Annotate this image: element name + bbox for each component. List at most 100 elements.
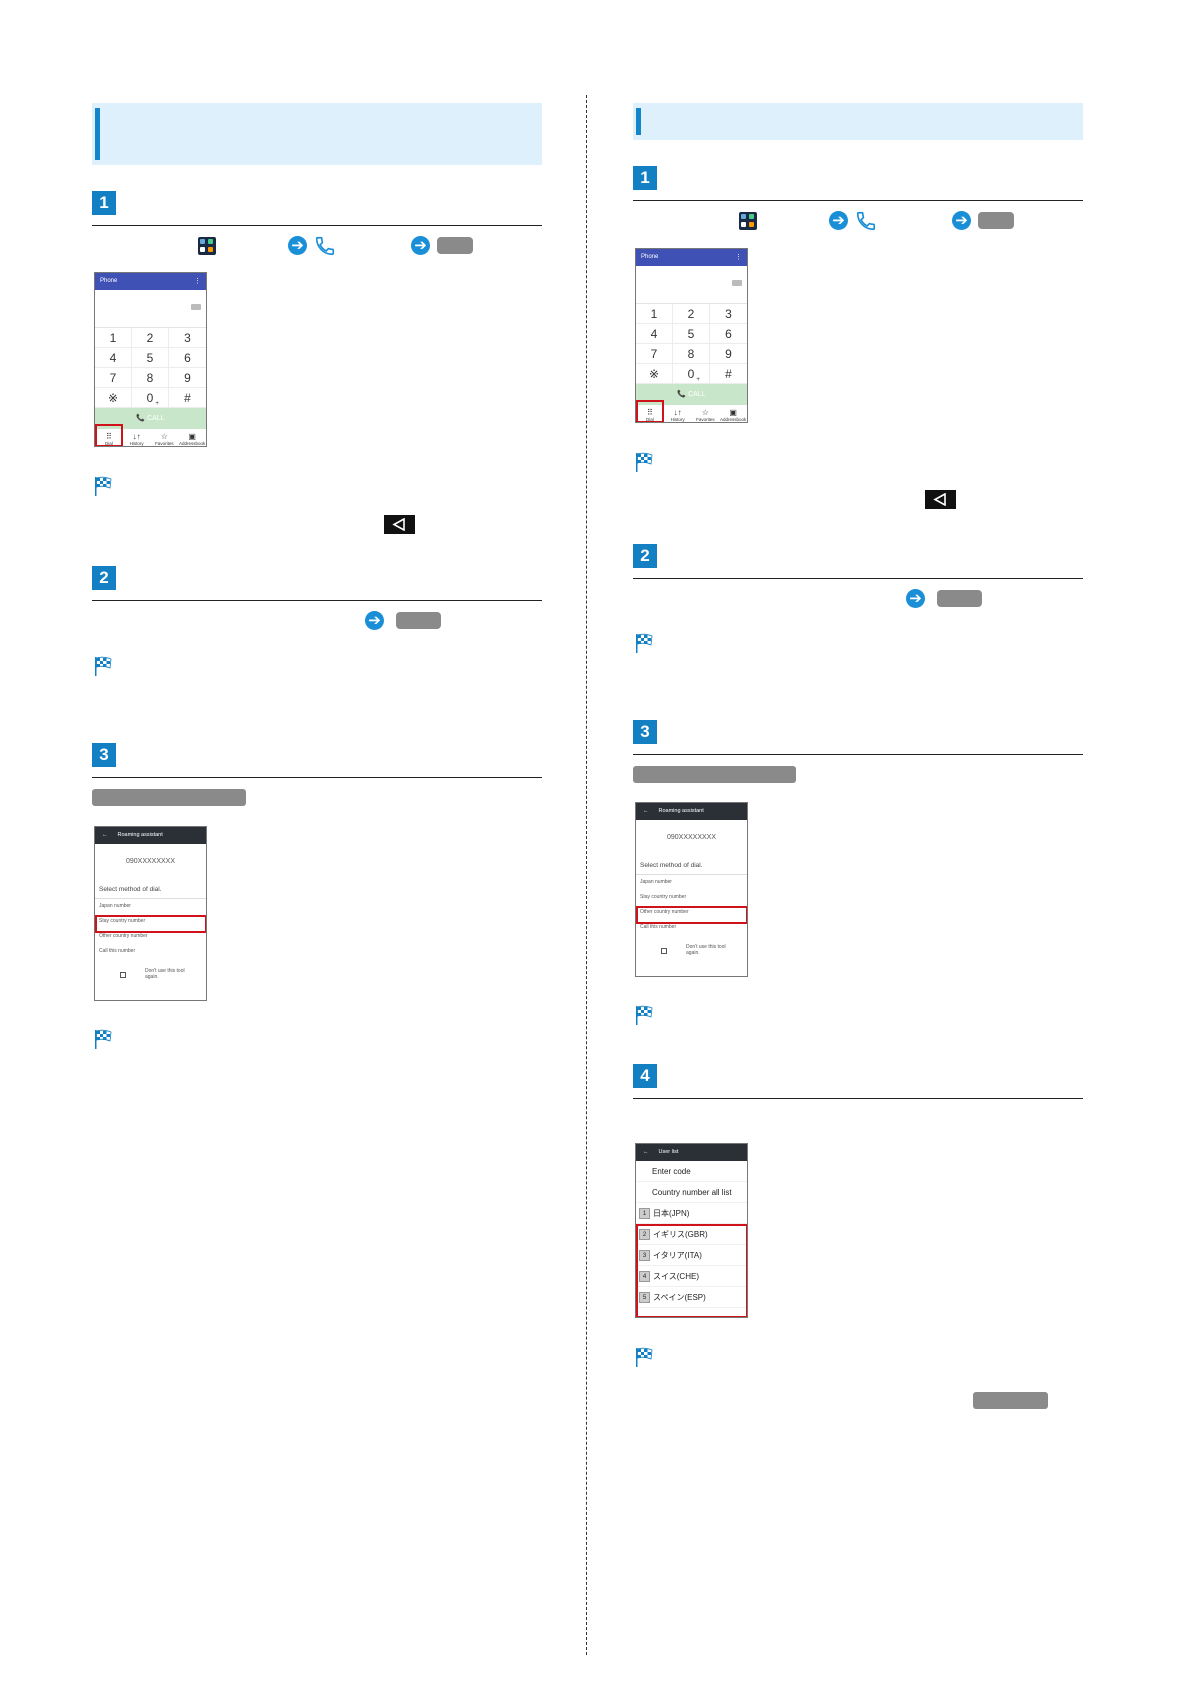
key-9[interactable]: 9 <box>169 368 206 388</box>
right-column: 1 ➔ ➔ Phone ⋮ 1 2 3 4 5 6 7 8 9 ※ 0+ # 📞… <box>633 0 1083 1684</box>
highlight-box <box>636 1224 747 1317</box>
key-hash[interactable]: # <box>169 388 206 408</box>
back-arrow-icon[interactable]: ← <box>643 1149 649 1155</box>
tab-history[interactable]: ↓↑History <box>123 429 151 446</box>
key-0[interactable]: 0+ <box>673 364 710 384</box>
key-7[interactable]: 7 <box>95 368 132 388</box>
option-other-country-number[interactable]: Other country number <box>99 933 148 939</box>
arrow-right-icon: ➔ <box>365 611 384 630</box>
step-badge-2: 2 <box>633 544 657 568</box>
tab-history[interactable]: ↓↑History <box>664 405 692 422</box>
option-other-country-number[interactable]: Other country number <box>640 909 689 915</box>
key-0-label: 0 <box>146 391 154 405</box>
section-title-bar <box>633 103 1083 140</box>
key-9[interactable]: 9 <box>710 344 747 364</box>
dont-use-checkbox[interactable] <box>120 972 126 978</box>
call-button[interactable]: 📞 CALL <box>636 384 747 405</box>
enter-code-item[interactable]: Enter code <box>636 1161 747 1182</box>
dial-key[interactable] <box>978 212 1014 229</box>
call-button[interactable]: 📞 CALL <box>95 408 206 429</box>
option-japan-number[interactable]: Japan number <box>99 903 131 909</box>
country-index: 5 <box>639 1292 650 1303</box>
column-divider <box>586 95 587 1655</box>
roaming-app-bar: ←Roaming assistant <box>95 827 206 844</box>
addressbook-icon: ▣ <box>188 432 196 441</box>
dialer-screenshot: Phone ⋮ 1 2 3 4 5 6 7 8 9 ※ 0+ # 📞 CALL … <box>94 272 207 447</box>
key-5[interactable]: 5 <box>673 324 710 344</box>
option-call-this-number[interactable]: Call this number <box>99 948 136 954</box>
tab-favorites-label: Favorites <box>155 441 174 446</box>
key-0[interactable]: 0+ <box>132 388 169 408</box>
back-arrow-icon[interactable]: ← <box>643 808 649 814</box>
dont-use-checkbox[interactable] <box>661 948 667 954</box>
end-key[interactable] <box>973 1392 1048 1409</box>
confirm-key[interactable] <box>937 590 982 607</box>
step-badge-3: 3 <box>633 720 657 744</box>
option-stay-country-number[interactable]: Stay country number <box>640 894 687 900</box>
key-1[interactable]: 1 <box>636 304 673 324</box>
step-rule <box>633 578 1083 579</box>
option-japan-number[interactable]: Japan number <box>640 879 672 885</box>
key-6[interactable]: 6 <box>169 348 206 368</box>
country-name: スイス(CHE) <box>653 1272 699 1281</box>
option-call-this-number[interactable]: Call this number <box>640 924 677 930</box>
highlight-box <box>636 906 747 924</box>
confirm-key[interactable] <box>396 612 441 629</box>
key-8[interactable]: 8 <box>673 344 710 364</box>
key-3[interactable]: 3 <box>710 304 747 324</box>
tab-favorites[interactable]: ☆Favorites <box>151 429 179 446</box>
key-star[interactable]: ※ <box>95 388 132 408</box>
option-key[interactable] <box>633 766 796 783</box>
key-7[interactable]: 7 <box>636 344 673 364</box>
tab-addressbook-label: Addressbook <box>719 417 747 422</box>
dont-use-label: Don't use this tool again. <box>686 944 726 956</box>
country-number-all-list-item[interactable]: Country number all list <box>636 1182 747 1203</box>
dial-key[interactable] <box>437 237 473 254</box>
dialpad-icon: ⠿ <box>646 408 653 417</box>
key-3[interactable]: 3 <box>169 328 206 348</box>
key-8[interactable]: 8 <box>132 368 169 388</box>
backspace-icon[interactable] <box>732 280 742 286</box>
menu-icon[interactable]: ⋮ <box>194 278 201 285</box>
tab-addressbook[interactable]: ▣Addressbook <box>719 405 747 422</box>
title-accent <box>95 108 100 160</box>
key-5[interactable]: 5 <box>132 348 169 368</box>
back-key[interactable] <box>384 515 415 534</box>
back-key[interactable] <box>925 490 956 509</box>
backspace-icon[interactable] <box>191 304 201 310</box>
tab-dial[interactable]: ⠿Dial <box>95 429 123 446</box>
arrow-right-icon: ➔ <box>411 236 430 255</box>
key-6[interactable]: 6 <box>710 324 747 344</box>
tab-addressbook[interactable]: ▣Addressbook <box>178 429 206 446</box>
tab-dial[interactable]: ⠿Dial <box>636 405 664 422</box>
checkered-flag-icon <box>95 476 112 496</box>
arrow-right-icon: ➔ <box>829 211 848 230</box>
step-badge-1: 1 <box>633 166 657 190</box>
option-key[interactable] <box>92 789 246 806</box>
tab-favorites[interactable]: ☆Favorites <box>692 405 720 422</box>
back-arrow-icon[interactable]: ← <box>102 832 108 838</box>
key-2[interactable]: 2 <box>132 328 169 348</box>
apps-icon <box>198 237 216 255</box>
history-icon: ↓↑ <box>132 432 141 441</box>
arrow-right-icon: ➔ <box>952 211 971 230</box>
country-name: イタリア(ITA) <box>653 1251 702 1260</box>
key-4[interactable]: 4 <box>636 324 673 344</box>
checkered-flag-icon <box>95 1029 112 1049</box>
key-hash[interactable]: # <box>710 364 747 384</box>
number-display <box>95 290 206 328</box>
key-4[interactable]: 4 <box>95 348 132 368</box>
roaming-number: 090XXXXXXXX <box>125 858 176 865</box>
option-stay-country-number[interactable]: Stay country number <box>99 918 146 924</box>
menu-icon[interactable]: ⋮ <box>735 254 742 261</box>
roaming-app-bar: ←Roaming assistant <box>636 803 747 820</box>
key-2[interactable]: 2 <box>673 304 710 324</box>
key-star[interactable]: ※ <box>636 364 673 384</box>
select-method-label: Select method of dial. <box>95 880 206 899</box>
key-1[interactable]: 1 <box>95 328 132 348</box>
